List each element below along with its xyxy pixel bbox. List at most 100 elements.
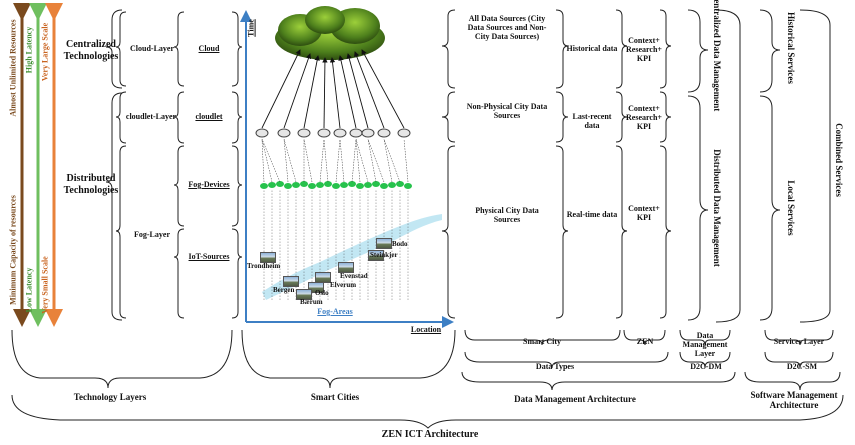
cloudlet-node bbox=[333, 128, 347, 138]
software-management-architecture-label: Software Management Architecture bbox=[750, 390, 838, 411]
fog-device-node bbox=[308, 183, 316, 189]
centralized-dm-text: Centralized Data Management bbox=[711, 0, 722, 112]
cloudlet-node bbox=[255, 128, 269, 138]
data-management-architecture-label: Data Management Architecture bbox=[514, 394, 636, 404]
last-recent-data-label: Last-recent data bbox=[572, 112, 612, 131]
city-photo-evenstad bbox=[338, 262, 354, 273]
cloudlet-to-cloud-arrow bbox=[283, 53, 312, 129]
fog-device-node bbox=[348, 181, 356, 187]
fog-device-node bbox=[356, 183, 364, 189]
city-bergen: Bergen bbox=[273, 286, 295, 294]
real-time-data-label: Real-time data bbox=[566, 210, 618, 219]
fog-to-cloudlet-link bbox=[303, 138, 313, 183]
cloudlet-label: cloudlet bbox=[195, 112, 223, 121]
smart-city-label: Smart City bbox=[523, 337, 561, 346]
city-photo-bodo bbox=[376, 238, 392, 249]
fog-device-node bbox=[276, 181, 284, 187]
fog-device-node bbox=[292, 182, 300, 188]
fog-to-cloudlet-link bbox=[355, 138, 369, 183]
technology-layers-label: Technology Layers bbox=[73, 392, 147, 402]
fog-device-node bbox=[388, 182, 396, 188]
local-services-label: Local Services bbox=[785, 180, 796, 236]
cloud-layer-label: Cloud-Layer bbox=[130, 44, 174, 53]
fog-device-node bbox=[396, 181, 404, 187]
fog-to-cloudlet-link bbox=[383, 138, 393, 183]
fog-to-cloudlet-link bbox=[355, 138, 361, 183]
fog-to-cloudlet-link bbox=[383, 138, 401, 183]
fog-to-cloudlet-link bbox=[283, 138, 297, 183]
context-kpi-bottom-label: Context+ KPI bbox=[628, 204, 660, 223]
fog-device-node bbox=[380, 183, 388, 189]
fog-to-cloudlet-link bbox=[367, 138, 385, 183]
cloudlet-to-cloud-arrow bbox=[354, 51, 385, 129]
very-large-scale-label: Very Large Scale bbox=[40, 22, 50, 82]
fog-to-cloudlet-link bbox=[261, 138, 273, 183]
iot-sources-label: IoT-Sources bbox=[188, 252, 230, 261]
location-axis-label: Location bbox=[410, 325, 442, 334]
cloudlet-to-cloud-arrow bbox=[361, 49, 405, 129]
fog-device-node bbox=[268, 182, 276, 188]
fog-device-node bbox=[340, 182, 348, 188]
fog-device-node bbox=[332, 183, 340, 189]
fog-to-cloudlet-link bbox=[367, 138, 377, 183]
diagram-title: ZEN ICT Architecture bbox=[381, 429, 479, 440]
non-physical-sources-label: Non-Physical City Data Sources bbox=[466, 102, 548, 121]
smart-cities-label: Smart Cities bbox=[310, 392, 360, 402]
city-trondheim: Trondheim bbox=[247, 262, 281, 270]
fog-to-cloudlet-link bbox=[335, 138, 341, 183]
cloudlet-to-cloud-arrow bbox=[303, 55, 320, 129]
cloudlet-to-cloud-arrow bbox=[338, 55, 357, 129]
cloudlet-node bbox=[297, 128, 311, 138]
city-elverum: Elverum bbox=[330, 281, 357, 289]
fog-devices-label: Fog-Devices bbox=[188, 180, 230, 189]
minimum-capacity-label: Minimum Capacity of resources bbox=[8, 195, 18, 305]
cloudlet-to-cloud-arrow bbox=[261, 49, 301, 129]
cloudlet-node bbox=[317, 128, 331, 138]
city-evenstad: Evenstad bbox=[340, 272, 368, 280]
fog-to-cloudlet-link bbox=[261, 138, 281, 183]
distributed-dm-text: Distributed Data Management bbox=[711, 149, 722, 267]
cloudlet-to-cloud-arrow bbox=[346, 53, 369, 129]
context-research-kpi-mid-label: Context+ Research+ KPI bbox=[626, 104, 662, 132]
city-steinkjer: Steinkjer bbox=[370, 251, 398, 259]
cloudlet-to-cloud-arrow bbox=[322, 57, 328, 129]
high-latency-label: High Latency bbox=[24, 26, 34, 74]
d2c-dm-label: D2C-DM bbox=[690, 362, 722, 371]
context-research-kpi-top-label: Context+ Research+ KPI bbox=[626, 36, 662, 64]
city-photo-bergen bbox=[283, 276, 299, 287]
fog-device-nodes bbox=[260, 181, 412, 189]
fog-to-cloudlet-link bbox=[323, 138, 329, 183]
fog-areas-label: Fog-Areas bbox=[317, 307, 353, 316]
cloudlet-node bbox=[377, 128, 391, 138]
historical-data-label: Historical data bbox=[566, 44, 618, 53]
fog-device-node bbox=[364, 182, 372, 188]
low-latency-label: Low Latency bbox=[24, 267, 34, 313]
zen-label: ZEN bbox=[636, 337, 654, 346]
fog-device-node bbox=[316, 182, 324, 188]
fog-to-cloudlet-link bbox=[283, 138, 289, 183]
almost-unlimited-resources-label: Almost Unlimited Resources bbox=[8, 19, 18, 117]
fog-device-node bbox=[372, 181, 380, 187]
very-small-scale-label: Very Small Scale bbox=[40, 256, 50, 314]
cloudlet-node bbox=[397, 128, 411, 138]
all-data-sources-label: All Data Sources (City Data Sources and … bbox=[467, 14, 547, 42]
distributed-data-management-label: Distributed Data Management bbox=[711, 149, 722, 267]
data-management-layer-label: Data Management Layer bbox=[682, 331, 728, 359]
fog-to-cloudlet-link bbox=[351, 138, 357, 183]
cloudlet-layer-label: cloudlet-Layer bbox=[125, 112, 177, 121]
city-photo-baerum bbox=[296, 289, 312, 300]
fog-layer-label: Fog-Layer bbox=[134, 230, 170, 239]
city-photo-steinkjer bbox=[368, 250, 384, 261]
cloudlet-nodes bbox=[255, 128, 411, 138]
fog-device-node bbox=[260, 183, 268, 189]
d2c-sm-label: D2C-SM bbox=[786, 362, 818, 371]
fog-device-node bbox=[284, 183, 292, 189]
cloudlet-node bbox=[349, 128, 363, 138]
combined-services-label: Combined Services bbox=[833, 123, 844, 197]
cloudlet-to-cloud-arrow bbox=[329, 57, 341, 129]
fog-device-node bbox=[300, 181, 308, 187]
fog-to-cloudlet-link bbox=[261, 138, 265, 183]
fog-to-cloudlet-link bbox=[403, 138, 409, 183]
